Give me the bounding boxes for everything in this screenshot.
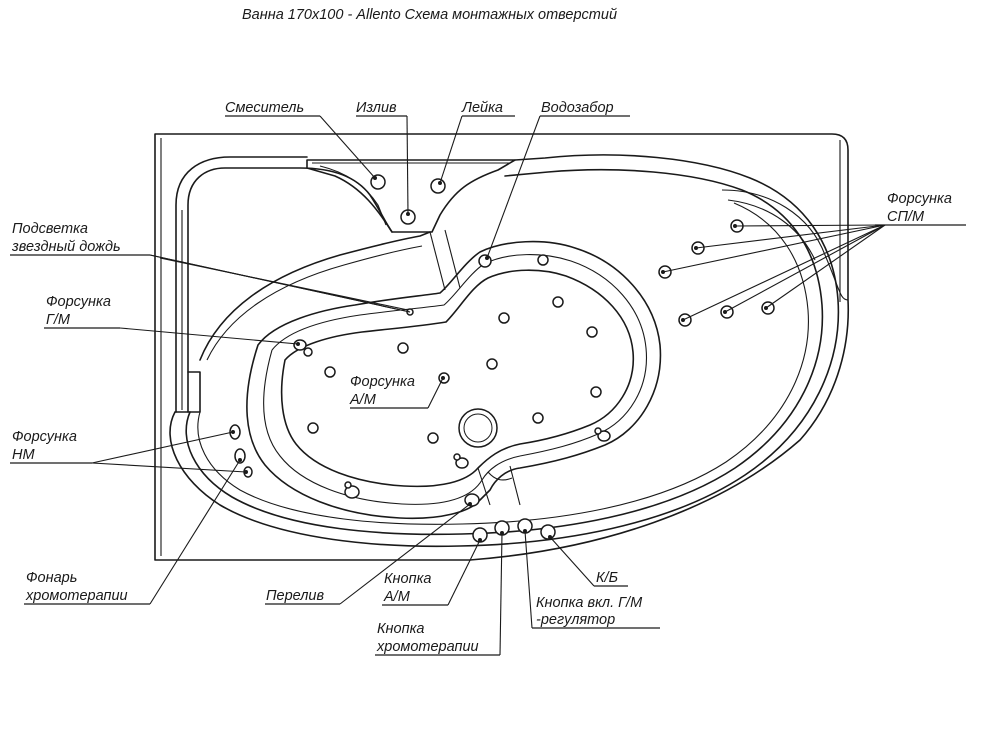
label-button-am-line1: Кнопка: [384, 571, 431, 587]
chromotherapy-lamp-hole: [234, 448, 246, 464]
label-water-intake: Водозабор: [541, 100, 614, 116]
drain: [458, 408, 498, 448]
bath-outline: [154, 133, 850, 561]
label-lamp-line2: хромотерапии: [25, 588, 128, 604]
leader-lines: [10, 115, 966, 656]
label-backlight-line2: звездный дождь: [11, 239, 121, 255]
label-jet-spm-line2: СП/М: [887, 209, 925, 225]
jet-am-hole: [427, 432, 439, 444]
jet-am-hole: [397, 342, 409, 354]
labels: Смеситель Излив Лейка Водозабор Подсветк…: [11, 100, 952, 655]
shower-hole: [430, 178, 446, 194]
jet-hole: [455, 457, 469, 469]
jet-hole: [344, 481, 352, 489]
diagram-title: Ванна 170х100 - Allento Схема монтажных …: [242, 7, 617, 23]
jet-gm-hole: [293, 339, 307, 351]
label-jet-gm-line1: Форсунка: [46, 294, 111, 310]
mixer-hole: [370, 174, 386, 190]
label-lamp-line1: Фонарь: [26, 570, 77, 586]
drain-inner-ring: [463, 413, 493, 443]
jet-am-hole: [324, 366, 336, 378]
label-backlight-line1: Подсветка: [12, 221, 88, 237]
label-jet-nm-line2: НМ: [12, 447, 35, 463]
jet-am-hole: [532, 412, 544, 424]
jet-am-hole: [586, 326, 598, 338]
label-button-gm-line2: -регулятор: [536, 612, 615, 628]
jet-hole: [594, 427, 602, 435]
label-mixer: Смеситель: [225, 100, 304, 116]
label-button-chromo-line2: хромотерапии: [376, 639, 479, 655]
overflow-hole: [464, 493, 480, 507]
jet-gm-hole: [303, 347, 313, 357]
jet-am-hole: [590, 386, 602, 398]
label-jet-nm-line1: Форсунка: [12, 429, 77, 445]
jet-am-hole: [486, 358, 498, 370]
jet-am-hole: [552, 296, 564, 308]
kb-hole: [540, 524, 556, 540]
label-overflow: Перелив: [266, 588, 324, 604]
label-spout: Излив: [356, 100, 397, 116]
label-shower: Лейка: [461, 100, 503, 116]
label-button-gm-line1: Кнопка вкл. Г/М: [536, 595, 643, 611]
label-button-chromo-line1: Кнопка: [377, 621, 424, 637]
jet-hole: [453, 453, 461, 461]
label-kb: К/Б: [596, 570, 618, 586]
holes: [229, 174, 775, 543]
jet-hole: [597, 430, 611, 442]
label-jet-gm-line2: Г/М: [46, 312, 71, 328]
label-jet-am-line1: Форсунка: [350, 374, 415, 390]
label-jet-spm-line1: Форсунка: [887, 191, 952, 207]
water-intake-hole: [478, 254, 492, 268]
jet-am-hole: [498, 312, 510, 324]
jet-am-hole: [307, 422, 319, 434]
label-jet-am-line2: А/М: [349, 392, 377, 408]
label-button-am-line2: А/М: [383, 589, 411, 605]
jet-hole: [344, 485, 360, 499]
jet-hole: [537, 254, 549, 266]
